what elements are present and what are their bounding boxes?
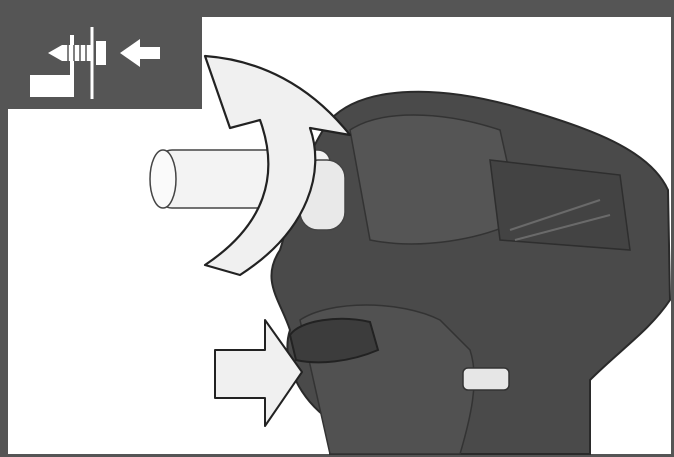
frame-right-edge (671, 0, 674, 457)
tighten-arrow-icon (120, 39, 160, 67)
screw-tip (48, 45, 62, 61)
push-button-arrow (214, 319, 303, 427)
screw-body (62, 45, 92, 61)
shaft-end (149, 149, 177, 209)
frame-bottom-edge (0, 454, 674, 457)
trigger-switch (288, 317, 380, 364)
frame-top-bar (0, 0, 674, 17)
vent-line (514, 214, 611, 241)
frame-left-edge (0, 0, 8, 457)
forward-reverse-button (462, 367, 510, 391)
screw-head (96, 41, 106, 65)
rotate-clockwise-arrow (203, 54, 352, 277)
screw-tighten-icon (30, 27, 160, 99)
vent-line (509, 199, 601, 231)
motor-vent (489, 159, 631, 251)
screw-tighten-pictogram (8, 17, 202, 109)
wall-bracket (30, 35, 74, 97)
